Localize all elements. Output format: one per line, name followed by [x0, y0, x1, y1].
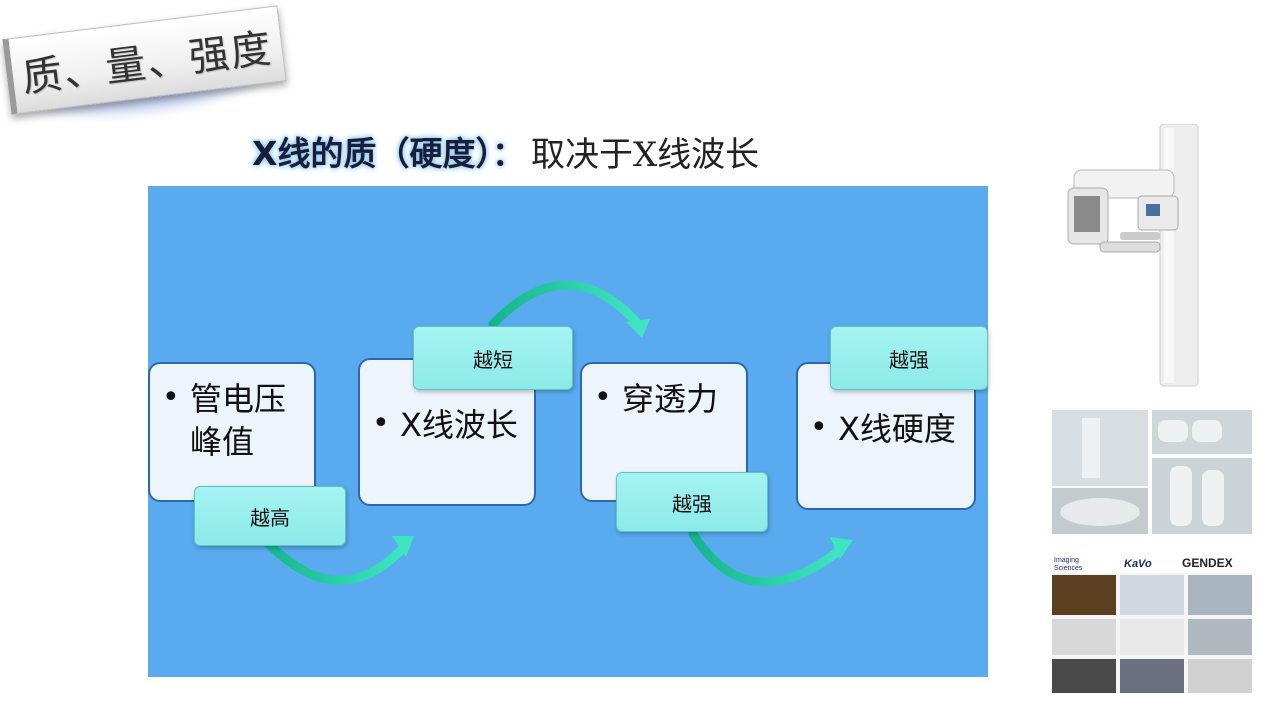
flow-tag-shorter: 越短: [413, 326, 573, 390]
card-text: 穿透力: [622, 380, 719, 418]
card-bullet: •: [594, 380, 612, 415]
svg-text:KaVo: KaVo: [1124, 558, 1152, 570]
flow-arrows: [261, 280, 853, 587]
flow-card-kvp: • 管电压峰值: [148, 362, 316, 502]
subtitle: X线的质（硬度）： 取决于X线波长: [252, 126, 759, 176]
card-bullet: •: [162, 380, 180, 415]
svg-text:Imaging: Imaging: [1054, 557, 1079, 564]
flow-tag-stronger-1: 越强: [616, 472, 768, 532]
card-bullet: •: [372, 406, 390, 441]
flow-arrow-3: [688, 529, 845, 587]
flow-arrow-1-head: [392, 536, 414, 557]
subtitle-normal: 取决于X线波长: [530, 134, 760, 175]
xray-films-image: [1052, 410, 1252, 534]
flow-arrow-3-head: [830, 537, 853, 559]
subtitle-bold: X线的质（硬度）：: [252, 134, 525, 173]
card-bullet: •: [810, 410, 828, 445]
flow-arrow-2: [488, 280, 643, 329]
flow-panel: • 管电压峰值 • X线波长 • 穿透力 • X线硬度 越高 越短 越强 越强: [148, 186, 988, 677]
brands-collage-image: Imaging Sciences KaVo GENDEX: [1052, 553, 1252, 693]
xray-machine-image: [1067, 124, 1199, 387]
card-text: X线波长: [400, 406, 518, 444]
svg-text:Sciences: Sciences: [1054, 565, 1083, 572]
card-text: 管电压峰值: [190, 380, 287, 462]
flow-arrow-2-head: [626, 319, 650, 338]
flow-tag-higher: 越高: [194, 486, 346, 546]
flow-arrow-1: [261, 536, 408, 585]
svg-text:GENDEX: GENDEX: [1182, 556, 1233, 570]
card-text: X线硬度: [838, 410, 956, 448]
flow-tag-stronger-2: 越强: [830, 326, 988, 390]
